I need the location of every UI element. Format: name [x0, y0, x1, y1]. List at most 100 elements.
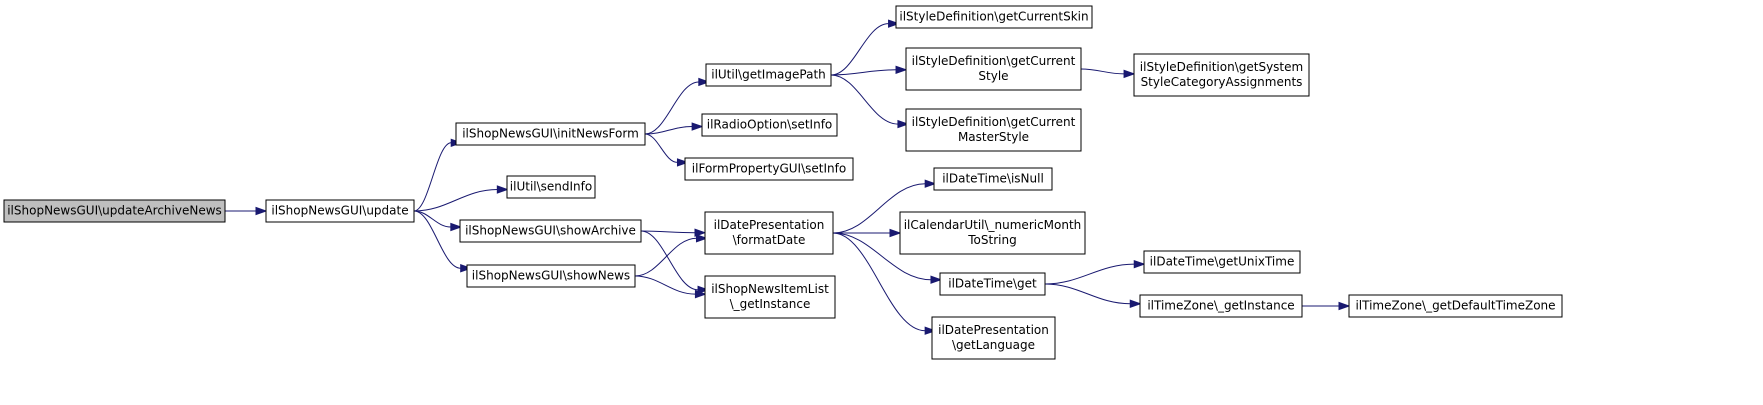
node-ilutil-sendinfo[interactable]: ilUtil\sendInfo — [506, 175, 596, 199]
node-label-line: ilDateTime\isNull — [942, 172, 1044, 186]
node-box — [459, 219, 642, 243]
node-label-line: ilStyleDefinition\getCurrentSkin — [899, 10, 1088, 24]
arrowhead-icon — [698, 77, 711, 87]
node-ilshopnewsgui-showarchive[interactable]: ilShopNewsGUI\showArchive — [459, 219, 642, 243]
node-label-line: \_getInstance — [730, 297, 811, 311]
node-ildatetime-getunixtime[interactable]: ilDateTime\getUnixTime — [1143, 250, 1301, 274]
node-ilshopnewsgui-initnewsform[interactable]: ilShopNewsGUI\initNewsForm — [455, 122, 646, 146]
node-ilshopnewsgui-updatearchivenews[interactable]: ilShopNewsGUI\updateArchiveNews — [3, 199, 226, 223]
arrowhead-icon — [924, 326, 937, 335]
edge-n1-n5 — [413, 210, 473, 273]
node-box — [705, 63, 832, 87]
node-box — [895, 5, 1093, 29]
edge-line — [634, 275, 696, 295]
arrowhead-icon — [924, 179, 937, 188]
edge-line — [640, 230, 699, 291]
edge-line — [830, 69, 897, 76]
node-ilstyledefinition-getcurrentskin[interactable]: ilStyleDefinition\getCurrentSkin — [895, 5, 1093, 29]
node-box — [701, 113, 838, 137]
edge-line — [1080, 68, 1125, 75]
node-label-line: \getLanguage — [952, 338, 1035, 352]
node-label-line: ilFormPropertyGUI\setInfo — [692, 162, 846, 176]
node-box — [506, 175, 596, 199]
node-iltimezone-getinstance[interactable]: ilTimeZone\_getInstance — [1139, 294, 1303, 318]
node-ilshopnewsgui-shownews[interactable]: ilShopNewsGUI\showNews — [466, 264, 636, 288]
node-box — [265, 199, 415, 223]
node-label-line: Style — [978, 69, 1008, 83]
node-ilradiooption-setinfo[interactable]: ilRadioOption\setInfo — [701, 113, 838, 137]
node-ildatetime-isnull[interactable]: ilDateTime\isNull — [933, 167, 1053, 191]
edge-line — [644, 126, 693, 135]
arrowhead-icon — [897, 119, 910, 129]
node-label-line: ilShopNewsGUI\showArchive — [465, 224, 636, 238]
edge-n5-n9 — [634, 234, 708, 277]
edge-n1-n3 — [413, 185, 509, 212]
edge-line — [413, 210, 461, 269]
node-box — [1133, 53, 1310, 97]
edge-line — [644, 133, 678, 163]
node-label-line: ilRadioOption\setInfo — [707, 118, 833, 132]
edge-line — [1044, 283, 1131, 305]
edge-n16-n20 — [1044, 283, 1142, 308]
arrowhead-icon — [1133, 259, 1146, 269]
node-box — [704, 211, 834, 255]
node-label-line: MasterStyle — [958, 130, 1029, 144]
node-label-line: ilShopNewsGUI\initNewsForm — [462, 127, 639, 141]
edge-line — [830, 74, 898, 125]
node-ilshopnewsgui-update[interactable]: ilShopNewsGUI\update — [265, 199, 415, 223]
node-box — [3, 199, 226, 223]
node-box — [905, 108, 1082, 152]
node-iltimezone-getdefaulttimezone[interactable]: ilTimeZone\_getDefaultTimeZone — [1348, 294, 1563, 318]
arrowhead-icon — [676, 158, 689, 167]
edge-n4-n10 — [640, 230, 710, 295]
node-label-line: ilShopNewsItemList — [711, 282, 829, 296]
node-ildatetime-get[interactable]: ilDateTime\get — [939, 272, 1046, 296]
node-label-line: ilUtil\sendInfo — [510, 180, 592, 194]
arrowhead-icon — [694, 228, 707, 237]
edge-n16-n19 — [1044, 259, 1146, 285]
node-box — [899, 211, 1086, 255]
arrowhead-icon — [889, 228, 902, 238]
node-label-line: ilTimeZone\_getInstance — [1147, 299, 1294, 313]
node-box — [704, 275, 836, 319]
arrowhead-icon — [1338, 301, 1351, 311]
node-label-line: ilDateTime\get — [948, 277, 1037, 291]
node-label-line: ilDatePresentation — [714, 218, 825, 232]
edge-n6-n13 — [830, 74, 910, 129]
arrowhead-icon — [697, 285, 710, 295]
edge-line — [832, 232, 931, 281]
node-ildatepresentation-formatdate[interactable]: ilDatePresentation\formatDate — [704, 211, 834, 255]
edge-line — [830, 23, 889, 76]
node-ilutil-getimagepath[interactable]: ilUtil\getImagePath — [705, 63, 832, 87]
node-label-line: ilDateTime\getUnixTime — [1150, 255, 1295, 269]
arrowhead-icon — [255, 206, 268, 216]
edge-n5-n10 — [634, 275, 707, 299]
arrowhead-icon — [888, 19, 901, 28]
node-label-line: \formatDate — [733, 233, 806, 247]
node-label-line: ilShopNewsGUI\showNews — [472, 269, 630, 283]
node-label-line: ilShopNewsGUI\updateArchiveNews — [7, 204, 222, 218]
edge-n4-n9 — [640, 228, 707, 237]
node-ilshopnewsitemlist-getinstance[interactable]: ilShopNewsItemList\_getInstance — [704, 275, 836, 319]
arrowhead-icon — [691, 122, 704, 131]
node-label-line: ilUtil\getImagePath — [711, 68, 826, 82]
node-ilstyledefinition-getsystemstylecategoryassignments[interactable]: ilStyleDefinition\getSystemStyleCategory… — [1133, 53, 1310, 97]
node-ilformpropertygui-setinfo[interactable]: ilFormPropertyGUI\setInfo — [684, 157, 854, 181]
edge-n2-n6 — [644, 77, 711, 135]
arrowhead-icon — [930, 275, 943, 284]
node-label-line: ilCalendarUtil\_numericMonth — [904, 218, 1082, 232]
edge-line — [832, 183, 926, 234]
edge-n9-n17 — [832, 232, 937, 335]
edge-line — [413, 210, 451, 228]
node-label-line: ilDatePresentation — [938, 323, 1049, 337]
arrowhead-icon — [694, 289, 707, 299]
arrowhead-icon — [460, 264, 473, 273]
node-box — [466, 264, 636, 288]
node-box — [931, 316, 1056, 360]
edge-n9-n16 — [832, 232, 943, 284]
node-ildatepresentation-getlanguage[interactable]: ilDatePresentation\getLanguage — [931, 316, 1056, 360]
node-label-line: StyleCategoryAssignments — [1141, 75, 1303, 89]
